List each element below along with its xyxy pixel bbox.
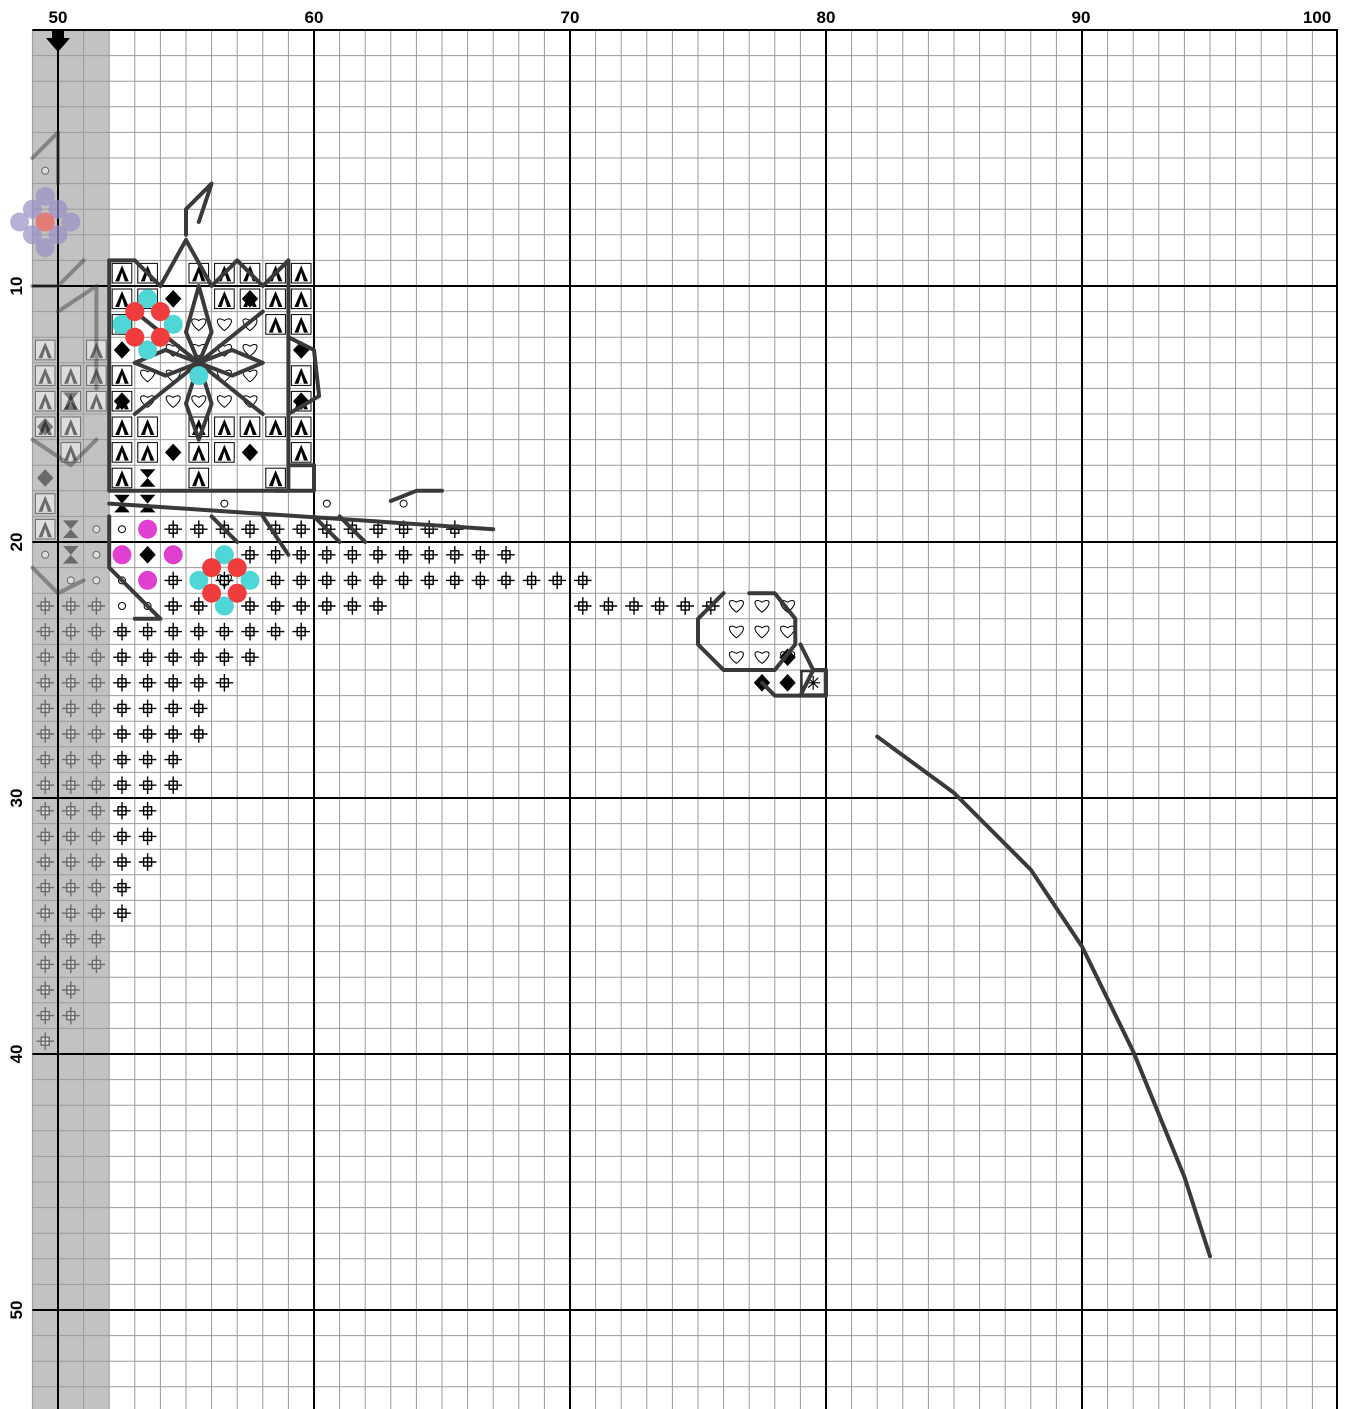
stitch-T <box>291 289 311 309</box>
stitch-T <box>291 315 311 335</box>
stitch-O <box>93 526 100 533</box>
circle-icon <box>93 577 100 584</box>
circle-icon <box>67 577 74 584</box>
stitch-T <box>112 443 132 463</box>
stitch-O <box>323 500 330 507</box>
overlap-shade <box>32 30 109 1409</box>
stitch-T <box>35 391 55 411</box>
stitch-T <box>112 468 132 488</box>
circle-icon <box>42 551 49 558</box>
stitch-T <box>87 391 107 411</box>
stitch-T <box>291 366 311 386</box>
grid-background <box>30 30 1338 1409</box>
col-label-90: 90 <box>1072 8 1091 27</box>
stitch-T <box>291 263 311 283</box>
stitch-T <box>215 289 235 309</box>
circle-icon <box>93 526 100 533</box>
bead-red <box>125 328 144 347</box>
stitch-T <box>215 443 235 463</box>
stitch-T <box>35 366 55 386</box>
stitch-T <box>266 417 286 437</box>
bead-cyan <box>189 366 208 385</box>
stitch-T <box>266 315 286 335</box>
stitch-O <box>67 577 74 584</box>
stitch-T <box>189 468 209 488</box>
bead-red <box>151 302 170 321</box>
stitch-O <box>42 167 49 174</box>
stitch-T <box>138 417 158 437</box>
row-label-50: 50 <box>7 1301 26 1320</box>
bead-violet <box>36 238 55 257</box>
col-label-70: 70 <box>561 8 580 27</box>
stitch-T <box>35 494 55 514</box>
circle-icon <box>400 500 407 507</box>
row-label-30: 30 <box>7 789 26 808</box>
col-label-60: 60 <box>305 8 324 27</box>
circle-icon <box>323 500 330 507</box>
bead-red <box>202 584 221 603</box>
stitch-O <box>93 551 100 558</box>
stitch-T <box>112 263 132 283</box>
stitch-O <box>119 526 126 533</box>
stitch-T <box>215 417 235 437</box>
stitch-O <box>400 500 407 507</box>
bead-magenta <box>138 520 157 539</box>
bead-magenta <box>164 545 183 564</box>
row-label-40: 40 <box>7 1045 26 1064</box>
bead-violet <box>61 213 80 232</box>
stitch-T <box>291 417 311 437</box>
stitch-T <box>240 417 260 437</box>
bead-violet-center <box>36 213 55 232</box>
stitch-O <box>42 551 49 558</box>
overlap-shade-band <box>32 30 109 1409</box>
circle-icon <box>42 167 49 174</box>
row-label-20: 20 <box>7 533 26 552</box>
stitch-T <box>61 417 81 437</box>
bead-violet <box>10 213 29 232</box>
bead-violet <box>36 187 55 206</box>
stitch-T <box>112 366 132 386</box>
bead-red <box>228 584 247 603</box>
bead-red <box>202 558 221 577</box>
stitch-T <box>266 468 286 488</box>
bead-magenta <box>113 545 132 564</box>
bead-red <box>151 328 170 347</box>
circle-icon <box>119 603 126 610</box>
stitch-T <box>266 289 286 309</box>
stitch-O <box>221 500 228 507</box>
stitch-T <box>61 366 81 386</box>
stitch-T <box>35 340 55 360</box>
stitch-T <box>112 417 132 437</box>
stitch-T <box>291 443 311 463</box>
circle-icon <box>221 500 228 507</box>
col-label-80: 80 <box>817 8 836 27</box>
col-label-50: 50 <box>49 8 68 27</box>
stitch-T <box>189 443 209 463</box>
bead-magenta <box>138 571 157 590</box>
circle-icon <box>93 551 100 558</box>
stitch-O <box>119 603 126 610</box>
bead-red <box>228 558 247 577</box>
stitch-O <box>93 577 100 584</box>
row-label-10: 10 <box>7 277 26 296</box>
stitch-T <box>138 443 158 463</box>
circle-icon <box>119 526 126 533</box>
bead-red <box>125 302 144 321</box>
stitch-T <box>35 519 55 539</box>
col-label-100: 100 <box>1303 8 1331 27</box>
